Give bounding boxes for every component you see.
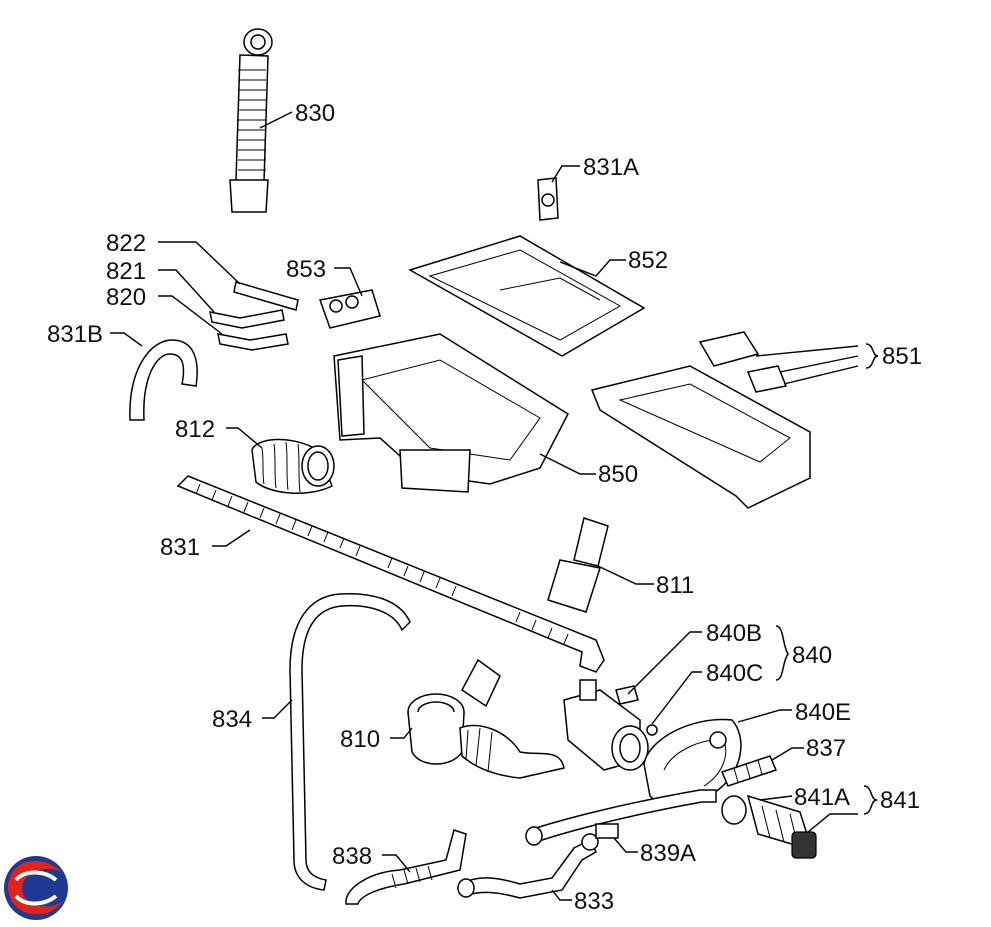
part-810-pump-housing (407, 658, 565, 779)
part-840E-pump-cover (643, 718, 742, 805)
brand-logo (4, 856, 68, 920)
part-851-dispenser-drawer (590, 331, 811, 509)
label-841: 841 (880, 787, 920, 814)
label-841A: 841A (794, 784, 850, 811)
part-840-pump (563, 679, 658, 771)
part-822-tube (233, 281, 299, 311)
part-841-filter (721, 794, 817, 859)
part-837-hose (720, 755, 778, 787)
part-830-drain-hose (229, 28, 273, 213)
label-837: 837 (806, 735, 846, 762)
label-831: 831 (160, 534, 200, 561)
label-831B: 831B (47, 321, 103, 348)
label-852: 852 (628, 247, 668, 274)
label-831A: 831A (583, 154, 639, 181)
part-831-long-hose (176, 475, 605, 673)
part-831B-hose (129, 339, 198, 421)
label-834: 834 (212, 706, 252, 733)
part-839A-hose (525, 789, 717, 846)
label-839A: 839A (640, 840, 696, 867)
label-830: 830 (295, 100, 335, 127)
label-833: 833 (574, 888, 614, 915)
part-852-dispenser-lid (408, 235, 646, 357)
label-840C: 840C (706, 660, 763, 687)
label-820: 820 (106, 284, 146, 311)
part-833-hose (457, 833, 599, 899)
label-812: 812 (175, 416, 215, 443)
label-838: 838 (332, 843, 372, 870)
part-831A-clip (537, 177, 559, 221)
part-811-pressure-chamber (547, 517, 609, 613)
part-850-dispenser-housing (333, 333, 569, 493)
label-840: 840 (792, 642, 832, 669)
part-812-bellows (251, 438, 335, 494)
part-820-tube (217, 333, 289, 351)
label-851: 851 (882, 343, 922, 370)
label-821: 821 (106, 258, 146, 285)
label-822: 822 (106, 230, 146, 257)
part-821-tube (209, 309, 285, 329)
label-840B: 840B (706, 620, 762, 647)
label-810: 810 (340, 726, 380, 753)
label-840E: 840E (795, 699, 851, 726)
label-853: 853 (286, 256, 326, 283)
part-834-hose (289, 592, 411, 891)
label-811: 811 (656, 572, 694, 599)
label-850: 850 (598, 461, 638, 488)
part-853-valve (318, 289, 381, 329)
part-838-hose (345, 829, 467, 905)
